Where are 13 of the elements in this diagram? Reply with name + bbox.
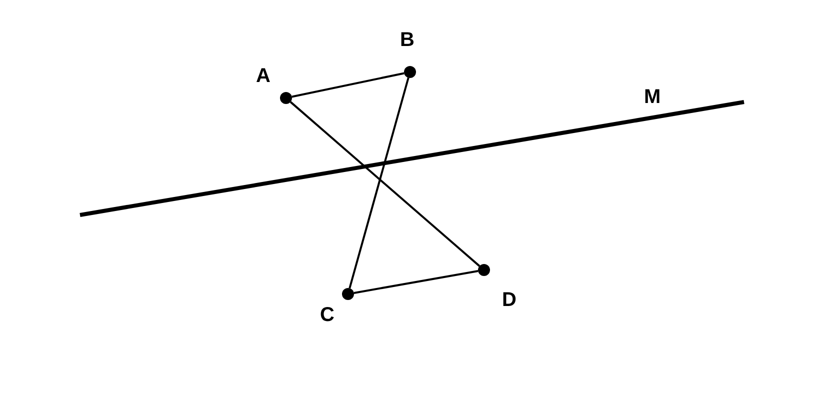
point-label: A bbox=[256, 65, 270, 87]
point-label: C bbox=[320, 304, 334, 326]
line-segment bbox=[290, 101, 480, 267]
point bbox=[404, 66, 416, 78]
line-segment bbox=[348, 78, 410, 288]
line-segment bbox=[354, 270, 478, 294]
point bbox=[280, 92, 292, 104]
line-segment bbox=[292, 72, 404, 98]
line-label: M bbox=[644, 86, 661, 108]
point-label: B bbox=[400, 29, 414, 51]
point-label: D bbox=[502, 289, 516, 311]
point bbox=[342, 288, 354, 300]
point bbox=[478, 264, 490, 276]
